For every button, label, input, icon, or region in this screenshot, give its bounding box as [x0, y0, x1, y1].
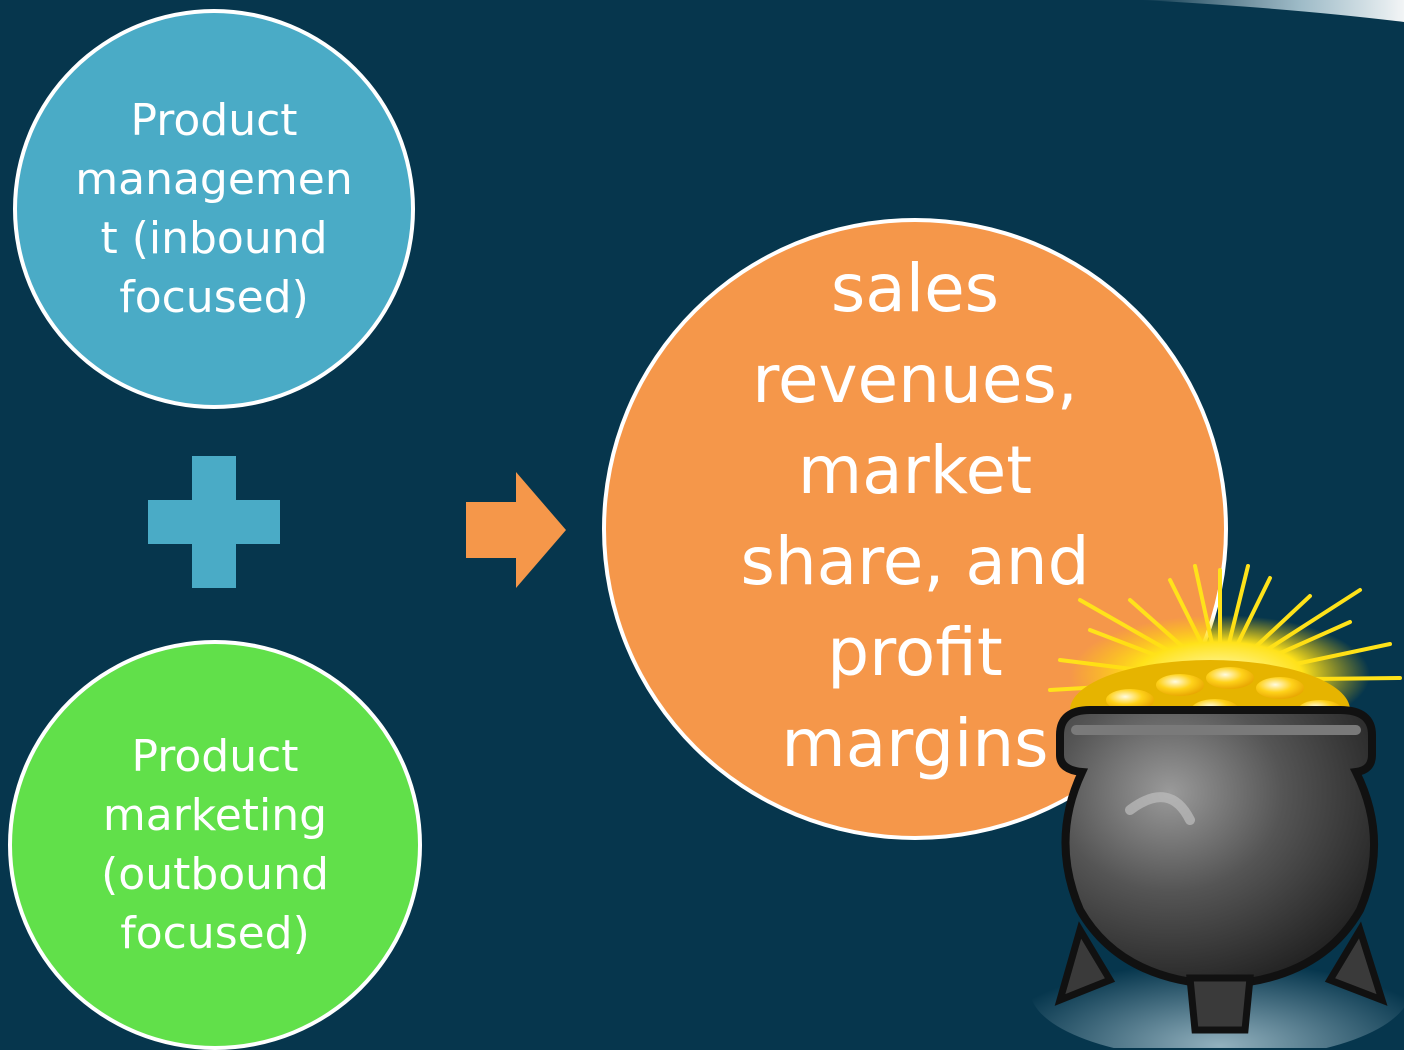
right-arrow-icon — [466, 472, 566, 588]
product-management-label: Product managemen t (inbound focused) — [75, 95, 353, 323]
plus-icon — [148, 456, 280, 588]
outcome-circle: sales revenues, market share, and profit… — [602, 218, 1228, 840]
product-marketing-label: Product marketing (outbound focused) — [101, 731, 329, 959]
product-management-circle: Product managemen t (inbound focused) — [13, 9, 415, 409]
outcome-label: sales revenues, market share, and profit… — [740, 250, 1090, 782]
corner-glow-decoration — [1140, 0, 1404, 22]
pot-of-gold-icon — [1030, 564, 1404, 1048]
product-marketing-circle: Product marketing (outbound focused) — [8, 640, 422, 1050]
